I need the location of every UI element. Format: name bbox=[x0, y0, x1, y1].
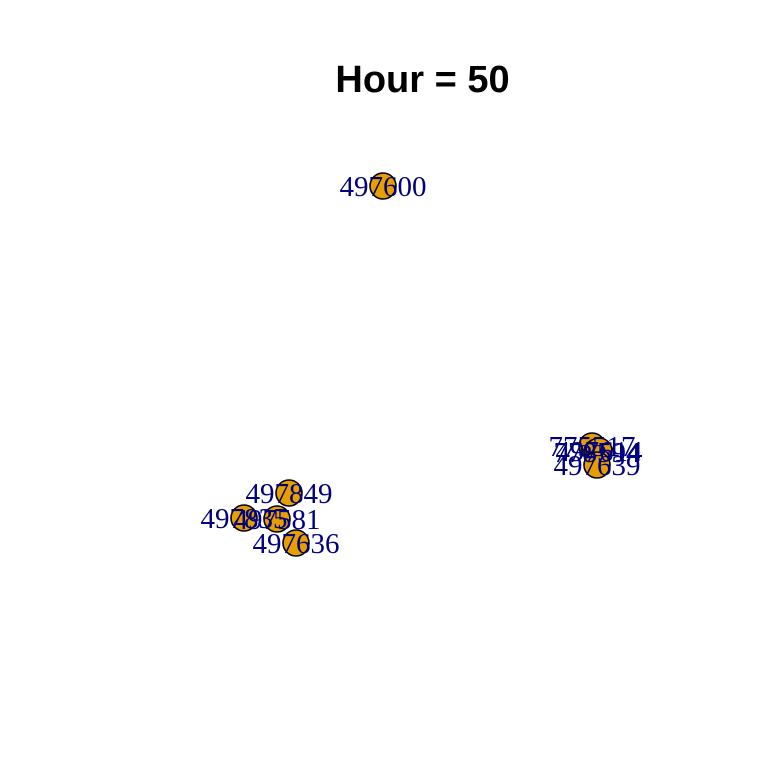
node-label-778594: 778594 bbox=[554, 437, 642, 469]
node-label-497639: 497639 bbox=[554, 450, 641, 482]
node-label-497600: 497600 bbox=[340, 171, 427, 203]
node-497636 bbox=[282, 529, 310, 557]
node-497600 bbox=[369, 172, 397, 200]
node-497835 bbox=[230, 504, 258, 532]
plot-title: Hour = 50 bbox=[335, 59, 510, 101]
node-label-497849: 497849 bbox=[246, 478, 333, 510]
node-497849 bbox=[275, 479, 303, 507]
node-label-497835: 497835 bbox=[201, 503, 288, 535]
node-label-497636: 497636 bbox=[253, 528, 340, 560]
node-497581 bbox=[263, 505, 291, 533]
node-497639 bbox=[583, 451, 611, 479]
node-label-497581: 497581 bbox=[234, 504, 321, 536]
node-label-497614: 497614 bbox=[556, 436, 644, 468]
node-label-775517: 775517 bbox=[549, 431, 636, 463]
